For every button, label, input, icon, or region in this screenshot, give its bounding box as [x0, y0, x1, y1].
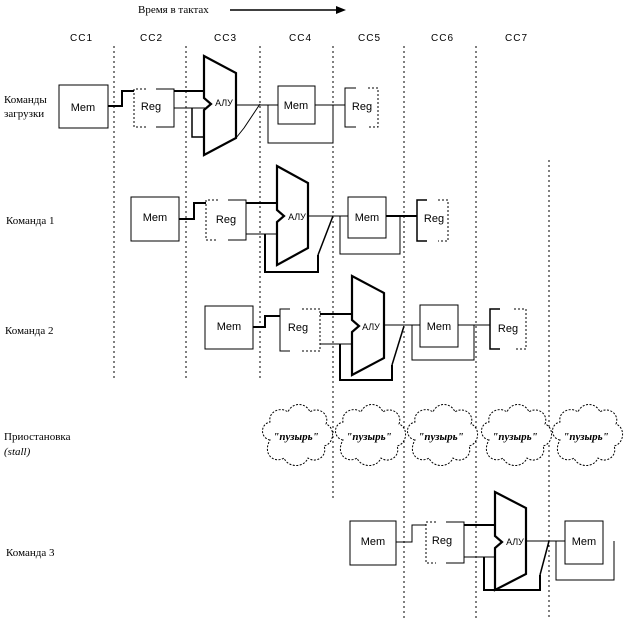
pipeline-row-cmd2: Mem Reg АЛУ Mem Reg [204, 274, 527, 381]
mem-stage-label: Mem [355, 212, 379, 224]
mem-stage-label: Mem [572, 536, 596, 548]
time-label: Время в тактах [138, 4, 209, 16]
reg-stage-label: Reg [288, 322, 308, 334]
alu-stage-label: АЛУ [288, 212, 306, 222]
bubble: "пузырь" [481, 404, 553, 466]
mem-stage-label: Mem [71, 102, 95, 114]
time-arrow [230, 6, 346, 14]
reg-stage-label: Reg [424, 213, 444, 225]
reg-stage-label: Reg [216, 214, 236, 226]
reg-stage-label: Reg [498, 323, 518, 335]
mem-stage [204, 305, 254, 350]
bubble: "пузырь" [407, 404, 479, 466]
cc-label: CC4 [289, 33, 312, 44]
pipeline-row-cmd3: Mem Reg АЛУ Mem [349, 490, 615, 592]
reg-stage [279, 308, 321, 352]
alu-stage [202, 54, 238, 157]
reg-stage [205, 199, 247, 241]
row-labels: Команды загрузки Команда 1 Команда 2 При… [4, 94, 73, 559]
alu-stage-label: АЛУ [506, 537, 524, 547]
mem-stage-label: Mem [284, 100, 308, 112]
mem-stage-wide [339, 196, 401, 255]
reg-stage-label: Reg [432, 535, 452, 547]
alu-stage-label: АЛУ [362, 322, 380, 332]
cycle-separators [113, 46, 550, 620]
mem-stage-label: Mem [217, 321, 241, 333]
bubble: "пузырь" [552, 404, 624, 466]
alu-stage [350, 274, 386, 377]
row-label-cmd3: Команда 3 [6, 547, 55, 559]
bubble-label: "пузырь" [492, 431, 538, 443]
bubble-label: "пузырь" [563, 431, 609, 443]
cc-label: CC6 [431, 33, 454, 44]
bubble-label: "пузырь" [346, 431, 392, 443]
mem-stage [349, 520, 397, 566]
mem-stage-label: Mem [427, 321, 451, 333]
bubble-label: "пузырь" [273, 431, 319, 443]
cc-label: CC7 [505, 33, 528, 44]
row-label-stall: Приостановка (stall) [4, 431, 73, 458]
mem-stage-wide [267, 85, 334, 144]
reg-stage [344, 87, 379, 128]
pipeline-row-cmd1: Mem Reg АЛУ Mem Reg [130, 164, 449, 273]
mem-stage-wide [555, 520, 615, 581]
row-label-cmd2: Команда 2 [5, 325, 53, 337]
mem-stage-label: Mem [143, 212, 167, 224]
cc-label: CC5 [358, 33, 381, 44]
time-axis-header: Время в тактах [138, 4, 346, 16]
clock-cycle-labels: CC1 CC2 CC3 CC4 CC5 CC6 CC7 [70, 33, 528, 44]
bubble-label: "пузырь" [418, 431, 464, 443]
mem-stage [58, 84, 109, 129]
mem-stage-wide [411, 304, 475, 361]
row-label-load: Команды загрузки [4, 94, 49, 120]
cc-label: CC3 [214, 33, 237, 44]
alu-stage [493, 490, 528, 592]
cc-label: CC2 [140, 33, 163, 44]
mem-stage-label: Mem [361, 536, 385, 548]
bubble: "пузырь" [262, 404, 334, 466]
reg-stage [425, 521, 465, 564]
mem-stage [130, 196, 180, 242]
pipeline-row-load: Mem Reg АЛУ Mem Reg [58, 54, 379, 157]
reg-stage [489, 308, 527, 350]
reg-stage-label: Reg [352, 101, 372, 113]
alu-stage [275, 164, 310, 267]
reg-stage [416, 199, 449, 242]
bubble: "пузырь" [335, 404, 407, 466]
pipeline-row-stall: "пузырь" "пузырь" "пузырь" "пузырь" "пуз… [262, 404, 624, 466]
alu-stage-label: АЛУ [215, 98, 233, 108]
row-label-cmd1: Команда 1 [6, 215, 54, 227]
reg-stage-label: Reg [141, 101, 161, 113]
cc-label: CC1 [70, 33, 93, 44]
